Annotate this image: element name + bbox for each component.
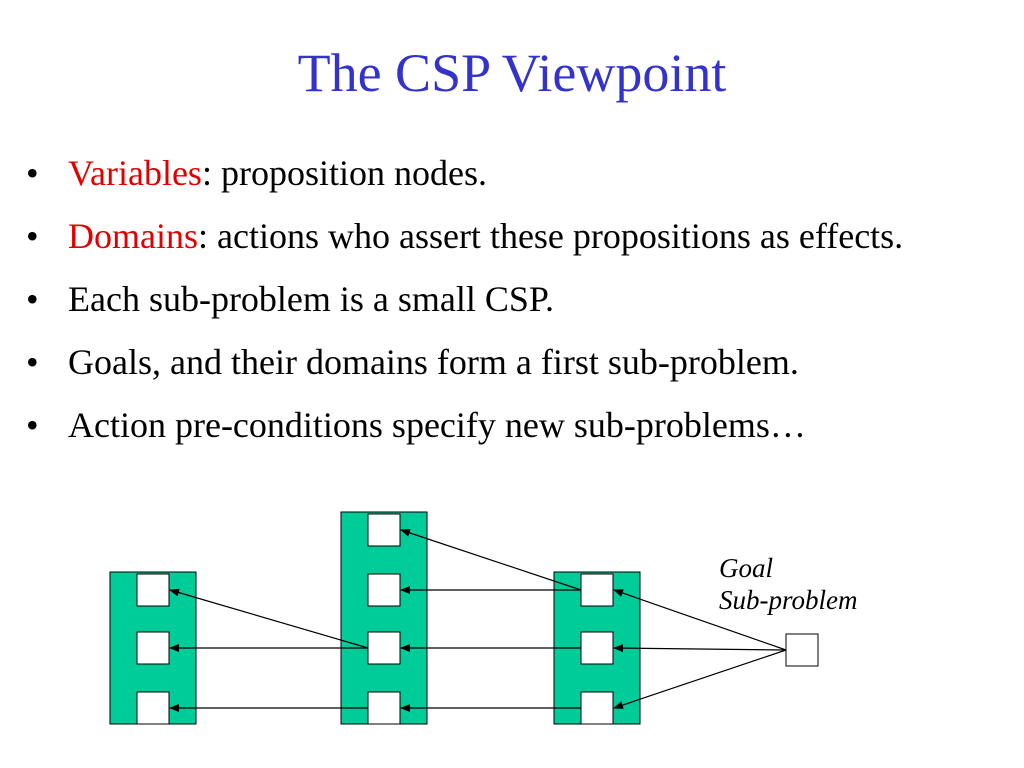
arrow-edge	[613, 649, 787, 709]
proposition-node	[367, 573, 401, 607]
bullet-item-domains: • Domains: actions who assert these propo…	[26, 215, 1016, 258]
bullet-marker: •	[26, 405, 39, 445]
proposition-node	[136, 691, 170, 725]
goal-label-line-2: Sub-problem	[719, 585, 858, 615]
csp-subproblem-diagram	[109, 511, 819, 725]
bullet-marker: •	[26, 216, 39, 256]
arrow-edge	[400, 529, 582, 591]
proposition-node	[580, 691, 614, 725]
bullet-term: Variables	[68, 153, 202, 193]
arrow-edge	[613, 644, 787, 653]
proposition-node	[136, 573, 170, 607]
proposition-node	[367, 513, 401, 547]
arrow-edge	[169, 588, 369, 649]
bullet-item-preconditions: • Action pre-conditions specify new sub-p…	[26, 404, 1016, 447]
proposition-node	[367, 691, 401, 725]
bullet-item-small-csp: • Each sub-problem is a small CSP.	[26, 278, 1016, 321]
proposition-node	[580, 573, 614, 607]
bullet-item-variables: • Variables: proposition nodes.	[26, 152, 1016, 195]
bullet-list: • Variables: proposition nodes. • Domains:…	[26, 152, 1016, 467]
bullet-text: : actions who assert these propositions …	[198, 216, 904, 256]
proposition-node	[136, 631, 170, 665]
goal-subproblem-label: Goal Sub-problem	[719, 552, 857, 616]
bullet-marker: •	[26, 342, 39, 382]
bullet-text: Action pre-conditions specify new sub-pr…	[68, 405, 806, 445]
bullet-marker: •	[26, 279, 39, 319]
slide-title: The CSP Viewpoint	[297, 43, 727, 103]
bullet-item-goals: • Goals, and their domains form a first s…	[26, 341, 1016, 384]
bullet-term: Domains	[68, 216, 198, 256]
bullet-text: : proposition nodes.	[201, 153, 487, 193]
bullet-text: Each sub-problem is a small CSP.	[68, 279, 554, 319]
proposition-node	[367, 631, 401, 665]
proposition-node	[580, 631, 614, 665]
arrow-edge	[613, 589, 787, 651]
bullet-marker: •	[26, 153, 39, 193]
goal-node	[785, 633, 819, 667]
goal-label-line-1: Goal	[719, 553, 773, 583]
subproblem-column-2	[340, 511, 428, 725]
bullet-text: Goals, and their domains form a first su…	[68, 342, 799, 382]
